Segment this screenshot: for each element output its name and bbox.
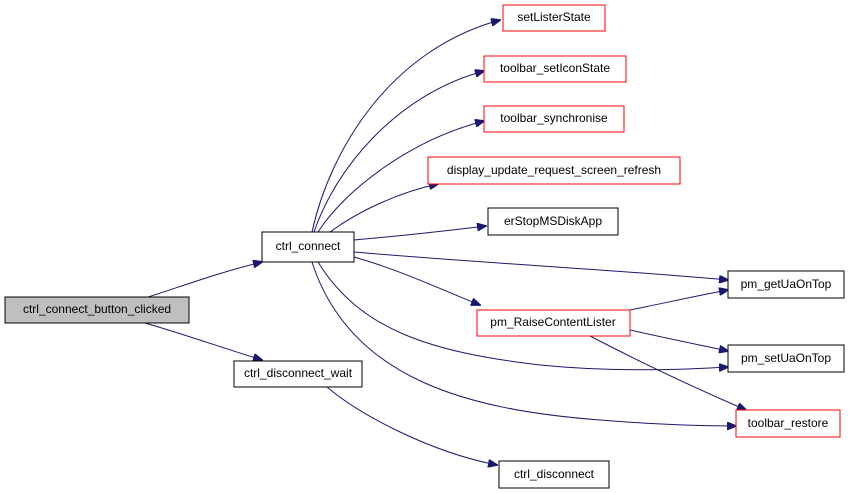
node-label: setListerState (517, 10, 591, 24)
node-label: pm_RaiseContentLister (490, 315, 615, 329)
node-box (483, 105, 625, 133)
edge-ctrl-connect-to-pm-RaiseContentLister (353, 256, 480, 305)
edge-button-clicked-to-ctrl-connect (144, 262, 262, 299)
node-box (727, 344, 845, 373)
edge-ctrl-connect-to-display-update (329, 184, 438, 233)
node-box (487, 207, 619, 236)
node-toolbar-restore[interactable]: toolbar_restore (735, 409, 841, 438)
node-ctrl-connect-button-clicked[interactable]: ctrl_connect_button_clicked (4, 296, 190, 324)
node-ctrl-disconnect-wait[interactable]: ctrl_disconnect_wait (233, 360, 363, 388)
edge-disconnect-wait-to-ctrl-disconnect (326, 386, 497, 465)
edge-ctrl-connect-to-toolbar-setIconState (313, 71, 484, 233)
node-pm-RaiseContentLister[interactable]: pm_RaiseContentLister (476, 309, 631, 337)
node-box (476, 309, 631, 337)
node-label: ctrl_disconnect_wait (244, 366, 353, 380)
edge-ctrl-connect-to-pm-getUaOnTop (353, 251, 728, 280)
node-box (4, 296, 190, 324)
node-box (233, 360, 363, 388)
node-box (427, 156, 681, 185)
edge-raise-content-lister-to-toolbar-restore (589, 335, 746, 410)
node-ctrl-disconnect[interactable]: ctrl_disconnect (498, 460, 610, 489)
node-box (727, 270, 845, 299)
edges (144, 20, 746, 465)
node-label: pm_getUaOnTop (741, 277, 832, 291)
node-box (483, 55, 627, 83)
node-label: display_update_request_screen_refresh (447, 163, 661, 177)
node-display-update-request-screen-refresh[interactable]: display_update_request_screen_refresh (427, 156, 681, 185)
node-pm-setUaOnTop[interactable]: pm_setUaOnTop (727, 344, 845, 373)
node-setListerState[interactable]: setListerState (502, 4, 606, 32)
node-box (735, 409, 841, 438)
edge-ctrl-connect-to-erStopMSDiskApp (353, 226, 486, 241)
node-pm-getUaOnTop[interactable]: pm_getUaOnTop (727, 270, 845, 299)
edge-raise-content-lister-to-pm-setUaOnTop (629, 329, 728, 351)
edge-raise-content-lister-to-pm-getUaOnTop (629, 290, 728, 311)
node-erStopMSDiskApp[interactable]: erStopMSDiskApp (487, 207, 619, 236)
node-box (498, 460, 610, 489)
edge-button-clicked-to-disconnect-wait (144, 322, 262, 360)
node-label: ctrl_connect_button_clicked (23, 302, 171, 316)
edge-ctrl-connect-to-setListerState (311, 20, 500, 233)
node-label: toolbar_setIconState (500, 61, 610, 75)
node-toolbar-synchronise[interactable]: toolbar_synchronise (483, 105, 625, 133)
edge-ctrl-connect-to-toolbar-restore (311, 261, 736, 426)
node-label: ctrl_disconnect (514, 467, 595, 481)
node-label: ctrl_connect (276, 239, 341, 253)
node-label: toolbar_restore (748, 416, 829, 430)
node-label: toolbar_synchronise (500, 111, 608, 125)
node-toolbar-setIconState[interactable]: toolbar_setIconState (483, 55, 627, 83)
node-label: pm_setUaOnTop (741, 351, 831, 365)
node-box (502, 4, 606, 32)
node-label: erStopMSDiskApp (504, 214, 602, 228)
edge-ctrl-connect-to-pm-setUaOnTop (317, 261, 728, 370)
node-box (261, 231, 355, 263)
edge-ctrl-connect-to-toolbar-synchronise (317, 121, 484, 233)
node-ctrl-connect[interactable]: ctrl_connect (261, 231, 355, 263)
